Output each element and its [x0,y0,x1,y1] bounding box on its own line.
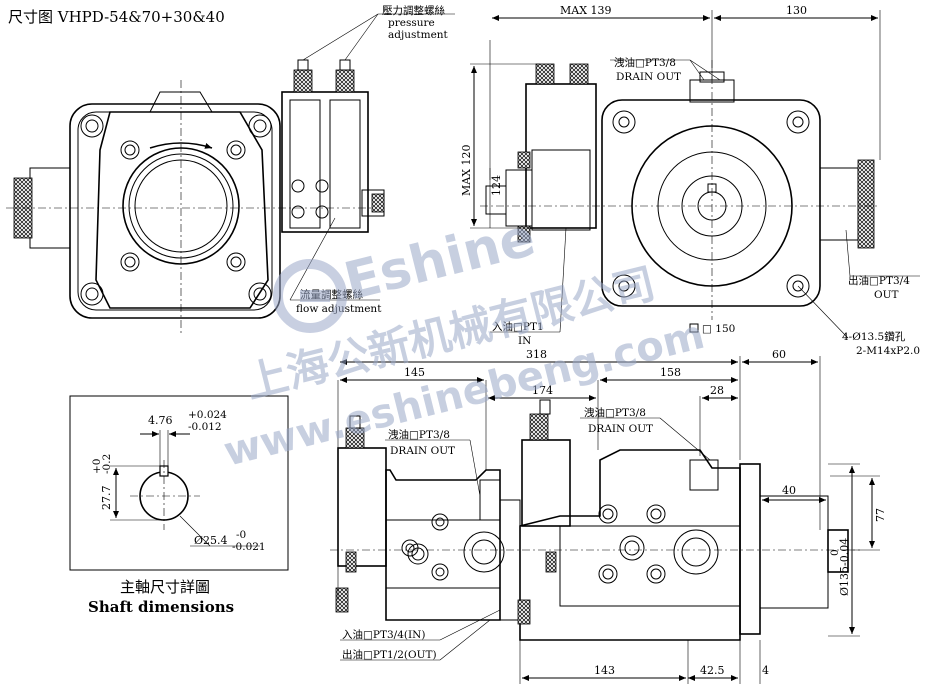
drain-mid-label: 洩油□PT3/8 [388,428,450,441]
shaft-title-cn: 主軸尺寸詳圖 [120,578,210,596]
dim-4: 4 [762,664,769,677]
holes-thread-label: 2-M14xP2.0 [856,345,920,357]
holes-label: 4-Ø13.5鑽孔 [842,330,906,343]
outlet-label-en: OUT [874,289,898,301]
dim-124: 124 [490,175,503,196]
dim-174: 174 [532,384,553,397]
dim-max139: MAX 139 [560,4,612,17]
drain-mid-label-en: DRAIN OUT [390,445,455,457]
outlet-label-cn: 出油□PT3/4 [848,274,910,287]
outlet-bottom-label: 出油□PT1/2(OUT) [342,648,437,661]
dim-60: 60 [772,348,786,361]
key-width-dim: 4.76 [148,414,173,427]
dim-max120: MAX 120 [460,144,473,196]
shaft-diameter-dim: Ø25.4 [194,534,228,547]
inlet-label-cn: 入油□PT1 [492,320,544,333]
front-view [6,13,455,335]
dim-318: 318 [526,348,547,361]
dim-28: 28 [710,384,724,397]
shaft-title-en: Shaft dimensions [88,598,234,616]
drain-right-label: 洩油□PT3/8 [584,406,646,419]
dim-135-tol: 0 [829,549,841,556]
dim-42-5: 42.5 [700,664,725,677]
key-depth-dim: 27.7 [100,486,113,511]
pressure-label-en-2: adjustment [388,29,449,41]
dim-158: 158 [660,366,681,379]
inlet-label-en: IN [518,335,531,347]
watermark: Eshine 上海公新机械有限公司 www.eshinebeng.com [219,208,709,476]
side-view [470,10,920,339]
side-elevation [330,356,880,684]
inlet-bottom-label: 入油□PT3/4(IN) [342,628,425,641]
pressure-label-en-1: pressure [388,17,435,29]
drawing-title: 尺寸图 VHPD-54&70+30&40 [8,8,225,26]
drain-right-label-en: DRAIN OUT [588,423,653,435]
key-width-tol-dn: -0.012 [188,421,222,433]
drain-top-label: 洩油□PT3/8 [614,56,676,69]
dim-130: 130 [786,4,807,17]
drain-top-label-en: DRAIN OUT [616,71,681,83]
pressure-label-cn: 壓力調整螺絲 [382,4,445,17]
key-width-tol-up: +0.024 [188,409,227,421]
dim-143: 143 [594,664,615,677]
square-label: □ 150 [702,323,735,335]
dim-77: 77 [874,508,887,522]
shaft-detail [69,395,289,571]
key-depth-tol-dn: -0.2 [101,454,113,474]
key-depth-tol-up: +0 [91,459,103,474]
shaft-tol-up: -0 [236,529,246,541]
shaft-tol-dn: -0.021 [232,541,266,553]
dim-40: 40 [782,484,796,497]
watermark-logo-icon [273,259,347,333]
dim-145: 145 [404,366,425,379]
dim-135: Ø135-0.04 [838,538,851,596]
